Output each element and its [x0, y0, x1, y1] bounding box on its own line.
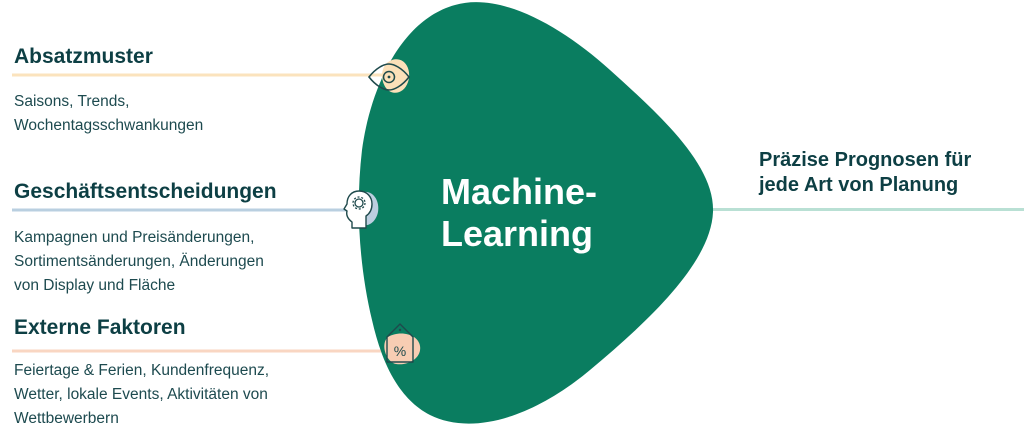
- heading-geschaeftsentscheidungen: Geschäftsentscheidungen: [14, 180, 277, 203]
- heading-absatzmuster: Absatzmuster: [14, 45, 153, 68]
- description-line: von Display und Fläche: [14, 277, 176, 294]
- description-line: Sortimentsänderungen, Änderungen: [14, 253, 264, 270]
- description-line: Saisons, Trends,: [14, 93, 130, 110]
- description-absatzmuster: Saisons, Trends, Wochentagsschwankungen: [14, 90, 203, 138]
- description-line: Feiertage & Ferien, Kundenfrequenz,: [14, 362, 270, 379]
- description-line: Wochentagsschwankungen: [14, 117, 204, 134]
- output-text: Präzise Prognosen für jede Art von Planu…: [759, 148, 971, 198]
- svg-text:%: %: [394, 343, 406, 359]
- center-title-line1: Machine-: [441, 171, 598, 212]
- eye-icon: [367, 59, 411, 93]
- percent-tag-icon: %: [384, 323, 421, 365]
- description-externe-faktoren: Feiertage & Ferien, Kundenfrequenz, Wett…: [14, 359, 269, 431]
- connector-line-externe-faktoren: [12, 349, 392, 353]
- connector-line-output: [700, 208, 1024, 211]
- connector-line-absatzmuster: [12, 73, 384, 77]
- description-geschaeftsentscheidungen: Kampagnen und Preisänderungen, Sortiment…: [14, 226, 264, 298]
- heading-externe-faktoren: Externe Faktoren: [14, 316, 186, 339]
- blob-shape: [358, 2, 714, 424]
- output-line1: Präzise Prognosen für: [759, 149, 972, 171]
- description-line: Wetter, lokale Events, Aktivitäten von: [14, 386, 268, 403]
- head-gear-icon: [343, 190, 379, 229]
- connector-line-geschaeftsentscheidungen: [12, 208, 352, 212]
- center-title-line2: Learning: [441, 213, 594, 254]
- output-line2: jede Art von Planung: [759, 174, 959, 196]
- description-line: Kampagnen und Preisänderungen,: [14, 229, 255, 246]
- description-line: Wettbewerbern: [14, 410, 119, 427]
- center-title: Machine- Learning: [441, 171, 597, 255]
